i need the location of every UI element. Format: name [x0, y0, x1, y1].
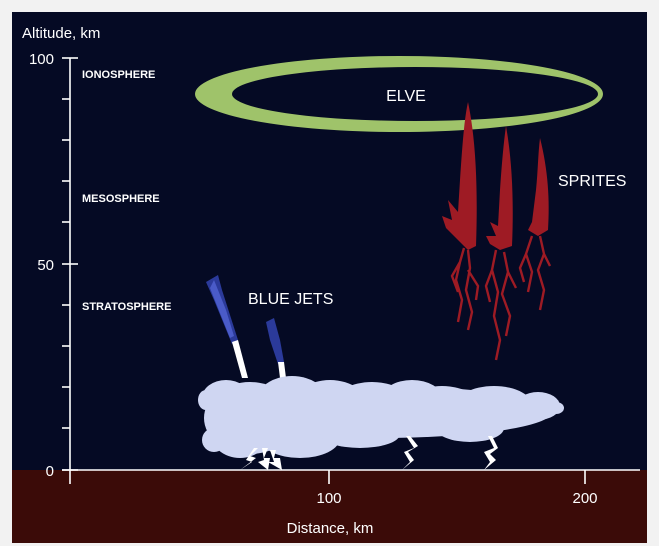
- blue-jets-label: BLUE JETS: [248, 291, 333, 308]
- sprites-label: SPRITES: [558, 173, 626, 190]
- blue-jet-left: [206, 275, 248, 378]
- blue-jet-right: [266, 318, 286, 378]
- sprite-right: [518, 138, 552, 311]
- blue-jets-group: [206, 275, 286, 378]
- lightning-bolt-3: [268, 450, 282, 470]
- layer-label-mesosphere: MESOSPHERE: [82, 193, 160, 205]
- x-axis: [62, 469, 640, 484]
- y-tick-label-100: 100: [29, 51, 54, 68]
- y-tick-label-50: 50: [37, 257, 54, 274]
- y-tick-label-0: 0: [46, 463, 54, 480]
- lightning-bolt-5: [484, 436, 498, 470]
- layer-label-stratosphere: STRATOSPHERE: [82, 301, 171, 313]
- x-tick-label-100: 100: [316, 490, 341, 507]
- y-axis-title: Altitude, km: [22, 25, 100, 42]
- lightning-bolt-1: [240, 448, 258, 470]
- x-axis-title: Distance, km: [287, 520, 374, 537]
- sprite-middle: [484, 126, 518, 361]
- sprite-left: [442, 102, 480, 331]
- layer-label-ionosphere: IONOSPHERE: [82, 69, 155, 81]
- sprites-group: [442, 102, 552, 361]
- thundercloud: [198, 376, 564, 458]
- elve-label: ELVE: [386, 88, 426, 105]
- lightning-bolt-4: [402, 436, 418, 470]
- lightning-bolt-2: [258, 448, 270, 470]
- x-tick-label-200: 200: [572, 490, 597, 507]
- lightning-group: [240, 436, 498, 470]
